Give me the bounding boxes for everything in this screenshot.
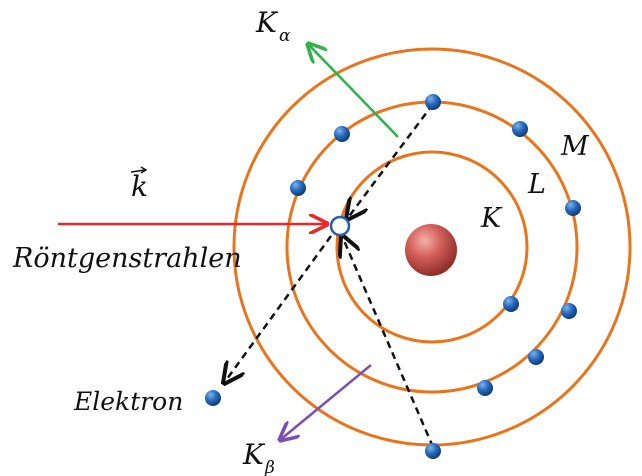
shell-k xyxy=(335,150,529,344)
shell-k-label: K xyxy=(480,203,503,234)
k-beta-arrow xyxy=(280,364,372,440)
svg-text:K: K xyxy=(255,6,279,39)
m-to-k-transition-arrow xyxy=(342,236,435,448)
electron-icon xyxy=(512,121,528,137)
ejected-electron-arrow xyxy=(224,235,333,383)
electron-icon xyxy=(565,200,581,216)
svg-text:α: α xyxy=(279,26,291,46)
electron-icon xyxy=(477,380,493,396)
k-alpha-arrow xyxy=(308,44,399,138)
electron-icon xyxy=(503,296,519,312)
shell-m-label: M xyxy=(560,131,590,162)
svg-text:k: k xyxy=(131,170,148,203)
vacancy-icon xyxy=(329,215,351,237)
incident-xray-label: Röntgenstrahlen xyxy=(12,243,242,274)
electron-icon xyxy=(528,349,544,365)
electron-icon xyxy=(290,180,306,196)
k-beta-label: K β xyxy=(242,438,275,476)
k-alpha-label: K α xyxy=(255,6,291,46)
electron-icon xyxy=(561,303,577,319)
k-vector-label: k xyxy=(130,166,148,203)
ejected-electron-icon xyxy=(205,390,221,406)
svg-text:K: K xyxy=(242,438,266,471)
electron-icon xyxy=(425,94,441,110)
svg-text:β: β xyxy=(264,458,275,476)
electron-icon xyxy=(425,443,441,459)
shell-l-label: L xyxy=(527,169,546,200)
electron-label: Elektron xyxy=(73,387,183,416)
nucleus-icon xyxy=(405,224,457,276)
electron-icon xyxy=(334,126,350,142)
